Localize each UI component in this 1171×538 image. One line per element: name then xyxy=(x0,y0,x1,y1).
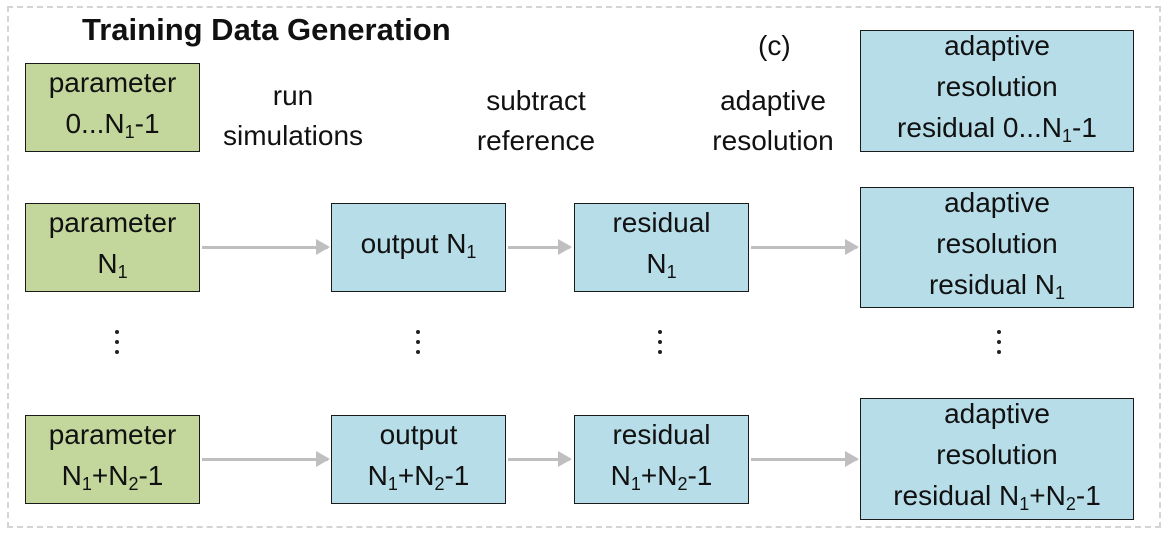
parameter-box-n1: parameter N1 xyxy=(25,203,200,292)
vertical-ellipsis-parameter xyxy=(115,330,121,360)
vertical-ellipsis-adaptive xyxy=(997,330,1003,360)
diagram-frame xyxy=(7,6,1161,528)
panel-label: (c) xyxy=(758,30,791,61)
arrow-adaptive-n1 xyxy=(751,239,859,255)
diagram-title: Training Data Generation xyxy=(82,12,451,47)
arrow-run-simulations-last xyxy=(202,451,330,467)
output-box-last: output N1+N2-1 xyxy=(331,415,506,504)
arrow-subtract-n1 xyxy=(508,239,572,255)
vertical-ellipsis-residual xyxy=(658,330,664,360)
parameter-box-first: parameter 0...N1-1 xyxy=(25,63,200,152)
output-box-n1: output N1 xyxy=(331,203,506,292)
residual-box-n1: residual N1 xyxy=(574,203,749,292)
adaptive-residual-box-first: adaptive resolution residual 0...N1-1 xyxy=(860,30,1134,152)
residual-box-last: residual N1+N2-1 xyxy=(574,415,749,504)
arrow-adaptive-last xyxy=(751,451,859,467)
adaptive-residual-box-n1: adaptive resolution residual N1 xyxy=(860,187,1134,308)
arrow-run-simulations-n1 xyxy=(202,239,330,255)
vertical-ellipsis-output xyxy=(416,330,422,360)
arrow-subtract-last xyxy=(508,451,572,467)
parameter-box-last: parameter N1+N2-1 xyxy=(25,415,200,504)
adaptive-residual-box-last: adaptive resolution residual N1+N2-1 xyxy=(860,398,1134,520)
